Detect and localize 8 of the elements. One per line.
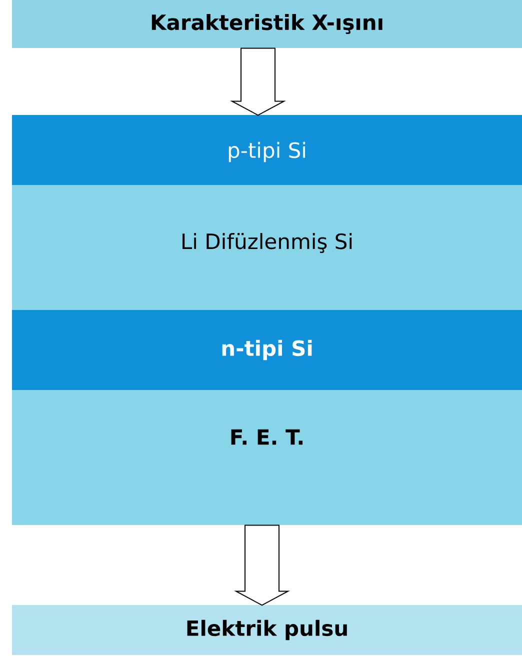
layer-band: n-tipi Si xyxy=(12,310,522,390)
result-band: Elektrik pulsu xyxy=(12,605,522,655)
block-arrow xyxy=(230,48,286,116)
block-arrow xyxy=(234,524,290,606)
layer-band: Li Difüzlenmiş Si xyxy=(12,185,522,310)
layer-band: p-tipi Si xyxy=(12,115,522,185)
layer-band: F. E. T. xyxy=(12,390,522,525)
heading-band: Karakteristik X-ışını xyxy=(12,0,522,48)
